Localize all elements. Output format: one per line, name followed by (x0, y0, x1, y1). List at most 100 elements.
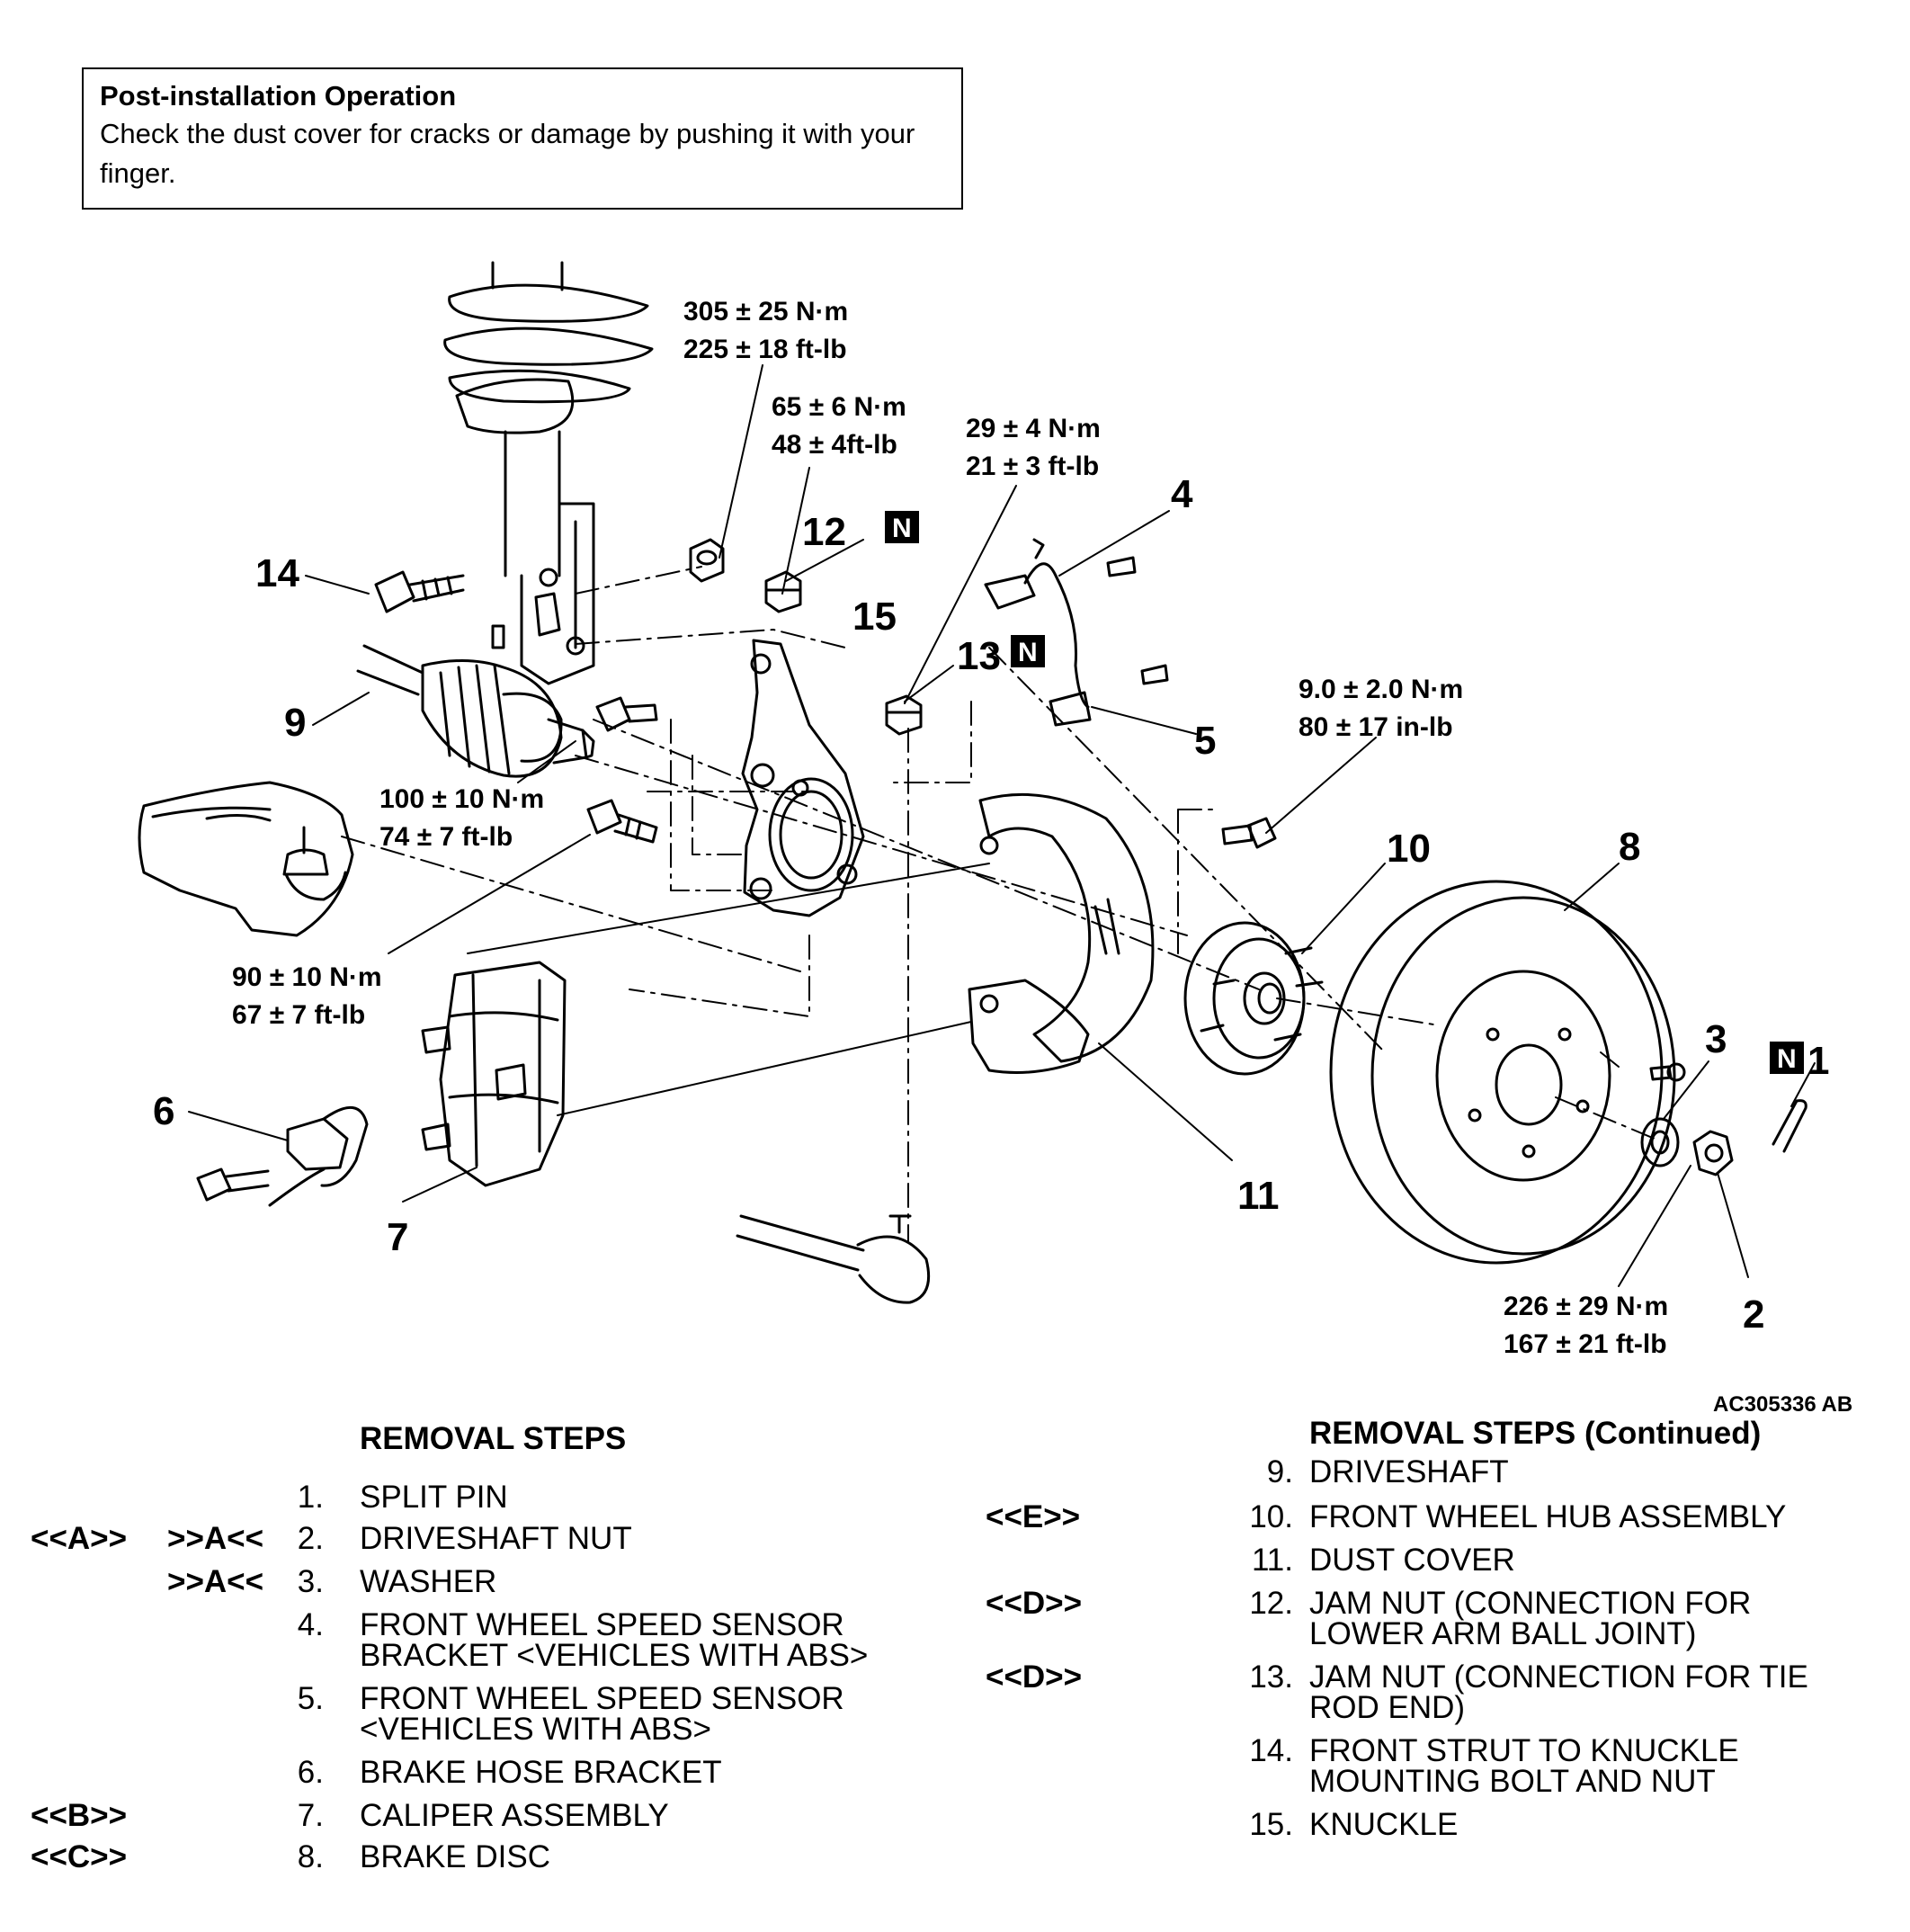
step-text: CALIPER ASSEMBLY (360, 1798, 669, 1833)
torque-knuckle-bolt-lower-ftlb: 67 ± 7 ft-lb (232, 1000, 365, 1030)
callout-13: 13 (957, 634, 1001, 678)
step-number: 14. (1249, 1733, 1293, 1768)
torque-driveshaft-nut-ftlb: 167 ± 21 ft-lb (1504, 1329, 1667, 1359)
new-part-mark-13: N (1011, 635, 1045, 667)
step-text: DUST COVER (1309, 1543, 1515, 1578)
notice-body: Check the dust cover for cracks or damag… (100, 118, 915, 189)
callout-2: 2 (1743, 1292, 1764, 1337)
removal-service-ref: <<C>> (31, 1839, 128, 1874)
torque-driveshaft-nut-nm: 226 ± 29 N·m (1504, 1292, 1668, 1321)
removal-step: 6. BRAKE HOSE BRACKET (0, 1755, 989, 1829)
svg-text:N: N (892, 514, 912, 543)
step-number: 3. (297, 1564, 324, 1599)
callout-3: 3 (1705, 1017, 1727, 1061)
callout-5: 5 (1194, 719, 1216, 763)
torque-dust-cover-nm: 9.0 ± 2.0 N·m (1299, 675, 1463, 704)
driveshaft-illustration (356, 644, 595, 778)
step-number: 1. (297, 1480, 324, 1515)
removal-steps-title: REMOVAL STEPS (360, 1421, 627, 1456)
brake-hose-bracket-illustration (196, 1105, 369, 1207)
step-number: 4. (297, 1607, 324, 1642)
knuckle-illustration (741, 639, 865, 917)
step-number: 2. (297, 1521, 324, 1556)
torque-jam-nut-12-ftlb: 48 ± 4ft-lb (772, 430, 897, 460)
dust-cover-illustration (968, 792, 1155, 1074)
removal-steps-continued-title: REMOVAL STEPS (Continued) (1309, 1416, 1762, 1451)
removal-service-ref: <<D>> (986, 1659, 1083, 1695)
step-text: DRIVESHAFT (1309, 1454, 1509, 1489)
knuckle-bolts-illustration (586, 696, 658, 844)
step-text: BRAKE DISC (360, 1839, 550, 1874)
step-number: 7. (297, 1798, 324, 1833)
callout-8: 8 (1619, 825, 1640, 869)
front-wheel-hub-illustration (1183, 921, 1324, 1076)
callout-9: 9 (284, 701, 306, 745)
step-text: DRIVESHAFT NUT (360, 1521, 632, 1556)
removal-service-ref: <<A>> (31, 1521, 128, 1556)
step-number: 15. (1249, 1807, 1293, 1842)
removal-service-ref: <<D>> (986, 1586, 1083, 1621)
wheel-speed-sensor-illustration (984, 538, 1169, 727)
washer-nut-pin-illustration (1640, 1062, 1807, 1176)
removal-service-ref: <<E>> (986, 1499, 1081, 1534)
removal-step: <<B>> 7. CALIPER ASSEMBLY (0, 1798, 989, 1873)
removal-step-continued: 15. KNUCKLE (0, 1807, 1910, 1882)
brake-disc-illustration (1329, 880, 1676, 1265)
step-text: SPLIT PIN (360, 1480, 508, 1515)
removal-step: >>A<<3.WASHER (0, 1564, 989, 1639)
leader-lines (188, 364, 1816, 1287)
callout-7: 7 (387, 1215, 408, 1259)
torque-knuckle-bolt-upper-ftlb: 74 ± 7 ft-lb (379, 822, 513, 852)
torque-jam-nut-12-nm: 65 ± 6 N·m (772, 392, 906, 422)
svg-text:N: N (1018, 638, 1038, 667)
callout-12: 12 (802, 510, 846, 554)
step-number: 11. (1251, 1543, 1293, 1578)
callout-10: 10 (1387, 827, 1431, 871)
step-number: 10. (1249, 1499, 1293, 1534)
step-number: 6. (297, 1755, 324, 1790)
tie-rod-end-illustration (736, 1214, 931, 1304)
lower-arm-illustration (138, 781, 354, 937)
callout-14: 14 (255, 551, 299, 595)
callout-15: 15 (852, 595, 897, 639)
installation-service-ref: >>A<< (167, 1521, 264, 1556)
figure-id: AC305336 AB (1713, 1392, 1853, 1417)
new-part-mark-1: N (1770, 1042, 1804, 1074)
step-number: 9. (1266, 1454, 1293, 1489)
removal-step-continued: <<E>> 10. FRONT WHEEL HUB ASSEMBLY (0, 1499, 1910, 1574)
callout-11: 11 (1237, 1174, 1280, 1218)
torque-knuckle-bolt-upper-nm: 100 ± 10 N·m (379, 784, 544, 814)
notice-title: Post-installation Operation (100, 80, 457, 112)
torque-dust-cover-inlb: 80 ± 17 in-lb (1299, 712, 1453, 742)
removal-step: 1. SPLIT PIN (0, 1480, 989, 1554)
step-number: 8. (297, 1839, 324, 1874)
step-text: FRONT WHEEL SPEED SENSOR<VEHICLES WITH A… (360, 1681, 844, 1747)
step-text: BRAKE HOSE BRACKET (360, 1755, 722, 1790)
step-number: 13. (1249, 1659, 1293, 1695)
removal-step-continued: 9. DRIVESHAFT (0, 1454, 1910, 1529)
callout-1: 1 (1807, 1039, 1829, 1083)
post-installation-notice: Post-installation Operation Check the du… (82, 67, 963, 210)
svg-text:N: N (1777, 1044, 1797, 1074)
step-text: FRONT WHEEL HUB ASSEMBLY (1309, 1499, 1787, 1534)
torque-sensor-ftlb: 21 ± 3 ft-lb (966, 452, 1099, 481)
step-text: KNUCKLE (1309, 1807, 1459, 1842)
new-part-marks: N N N (885, 511, 1804, 1074)
strut-mounting-bolt-illustration (374, 570, 465, 613)
removal-service-ref: <<B>> (31, 1798, 128, 1833)
torque-strut-nut-nm: 305 ± 25 N·m (683, 297, 848, 326)
jam-nut-13-illustration (885, 694, 923, 736)
step-number: 12. (1249, 1586, 1293, 1621)
assembly-guide-lines (341, 566, 1656, 1242)
removal-step: <<C>> 8. BRAKE DISC (0, 1839, 989, 1914)
removal-step: <<A>> >>A<< 2. DRIVESHAFT NUT (0, 1521, 989, 1596)
step-number: 5. (297, 1681, 324, 1716)
